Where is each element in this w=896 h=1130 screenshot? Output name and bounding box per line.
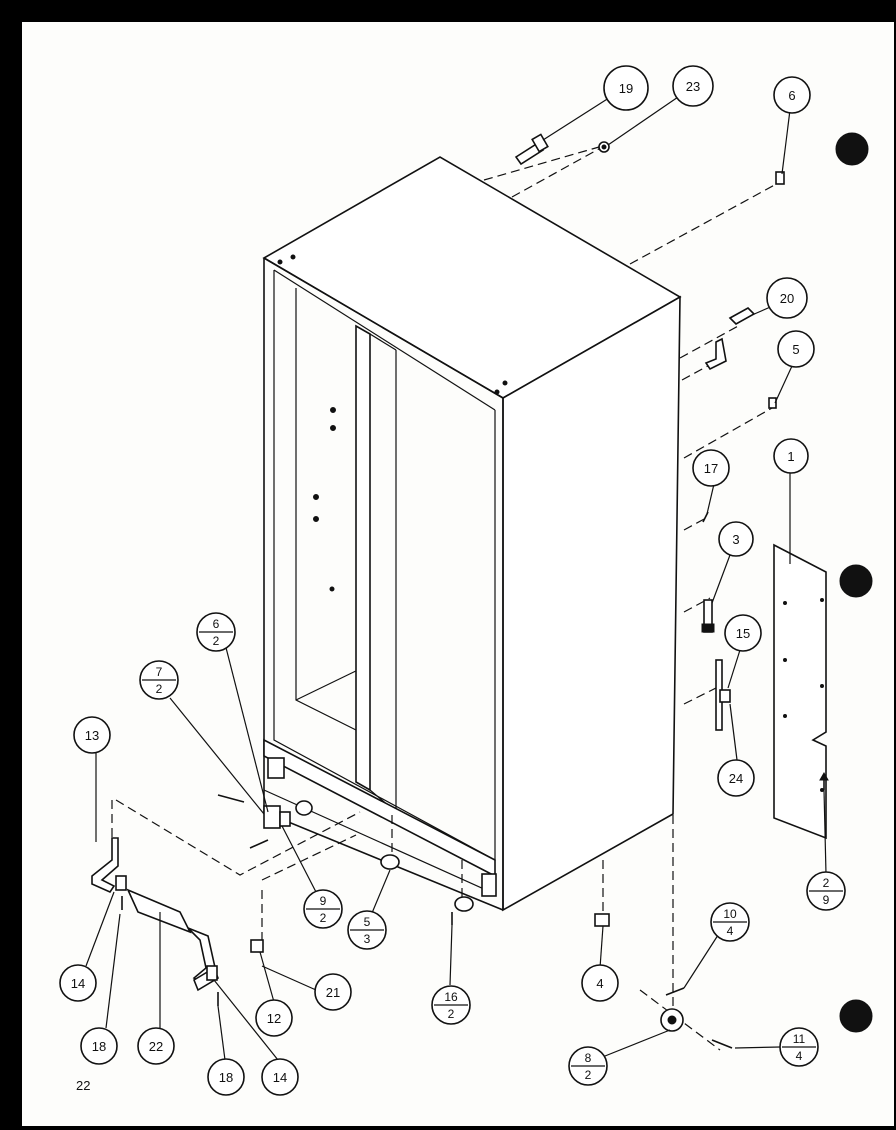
part-19-shaft — [514, 133, 549, 166]
part-6-screw — [775, 171, 785, 185]
callout-24: 24 — [717, 759, 755, 797]
callout-14-left-label: 14 — [71, 976, 85, 991]
registration-dot-middle — [839, 564, 873, 598]
part-23-nut — [598, 141, 610, 153]
callout-4: 4 — [581, 964, 619, 1002]
callout-15: 15 — [724, 614, 762, 652]
callout-8-2: 8 2 — [568, 1046, 608, 1086]
callout-11-4-top: 11 — [793, 1032, 806, 1046]
callout-19-label: 19 — [619, 81, 633, 96]
part-8-roller-wheel — [660, 1008, 684, 1032]
part-16-roller — [451, 896, 474, 925]
callout-13: 13 — [73, 716, 111, 754]
callout-2-9-bottom: 9 — [823, 893, 830, 907]
callout-5-label: 5 — [792, 342, 799, 357]
callout-21-label: 21 — [326, 985, 340, 1000]
refrigerator-cabinet — [262, 156, 682, 912]
callout-12: 12 — [255, 999, 293, 1037]
part-roller-left — [295, 800, 313, 816]
callout-21: 21 — [314, 973, 352, 1011]
callout-9-2-bottom: 2 — [320, 911, 327, 925]
part-1-back-panel — [773, 543, 827, 840]
callout-14-right: 14 — [261, 1058, 299, 1096]
callout-2-9: 2 9 — [806, 871, 846, 911]
callout-22-label: 22 — [149, 1039, 163, 1054]
part-11-screw — [711, 1039, 733, 1049]
callout-17: 17 — [692, 449, 730, 487]
callout-14-left: 14 — [59, 964, 97, 1002]
callout-1-label: 1 — [787, 449, 794, 464]
callout-12-label: 12 — [267, 1011, 281, 1026]
callout-5-3-bottom: 3 — [364, 932, 371, 946]
callout-8-2-bottom: 2 — [585, 1068, 592, 1082]
callout-5-3: 5 3 — [347, 910, 387, 950]
leader-lines — [85, 94, 827, 1061]
callout-17-label: 17 — [704, 461, 718, 476]
callout-14-right-label: 14 — [273, 1070, 287, 1085]
callout-9-2: 9 2 — [303, 889, 343, 929]
callout-3-label: 3 — [732, 532, 739, 547]
callout-6-label: 6 — [788, 88, 795, 103]
callout-6-2: 6 2 — [196, 612, 236, 652]
callout-18-left-label: 18 — [92, 1039, 106, 1054]
callout-2-9-top: 2 — [823, 876, 830, 890]
callout-18-left: 18 — [80, 1027, 118, 1065]
callout-5-3-top: 5 — [364, 915, 371, 929]
part-2-screw — [819, 771, 829, 790]
callout-19: 19 — [603, 65, 649, 111]
part-13-tube — [91, 837, 119, 894]
callout-20: 20 — [766, 277, 808, 319]
callout-6-2-bottom: 2 — [213, 634, 220, 648]
part-15-strip — [715, 659, 731, 731]
callout-13-label: 13 — [85, 728, 99, 743]
part-7-9-hinge-assembly — [217, 794, 291, 849]
callout-6-2-top: 6 — [213, 617, 220, 631]
page-number: 22 — [76, 1078, 90, 1093]
callout-10-4-bottom: 4 — [727, 924, 734, 938]
callout-3: 3 — [718, 521, 754, 557]
callout-8-2-top: 8 — [585, 1051, 592, 1065]
callout-16-2-bottom: 2 — [448, 1007, 455, 1021]
part-10-screw — [665, 987, 685, 996]
callout-11-4-bottom: 4 — [796, 1049, 803, 1063]
callout-16-2: 16 2 — [431, 985, 471, 1025]
callout-23: 23 — [672, 65, 714, 107]
part-22-drain-tube — [126, 888, 219, 992]
callout-18-right: 18 — [207, 1058, 245, 1096]
part-21-12-clip — [250, 939, 264, 953]
callout-7-2-bottom: 2 — [156, 682, 163, 696]
part-20-hinge — [704, 307, 756, 371]
callout-16-2-top: 16 — [444, 990, 458, 1004]
callout-22: 22 — [137, 1027, 175, 1065]
callout-15-label: 15 — [736, 626, 750, 641]
callout-20-label: 20 — [780, 291, 794, 306]
callout-24-label: 24 — [729, 771, 743, 786]
callout-23-label: 23 — [686, 79, 700, 94]
registration-dot-bottom — [839, 999, 873, 1033]
part-3-bracket — [701, 599, 715, 633]
callout-7-2-top: 7 — [156, 665, 163, 679]
callout-1: 1 — [773, 438, 809, 474]
callout-4-label: 4 — [596, 976, 603, 991]
callout-18-right-label: 18 — [219, 1070, 233, 1085]
callout-10-4-top: 10 — [723, 907, 737, 921]
callout-7-2: 7 2 — [139, 660, 179, 700]
callout-5: 5 — [777, 330, 815, 368]
assembly-lines — [111, 144, 781, 1051]
callout-6: 6 — [773, 76, 811, 114]
callout-10-4: 10 4 — [710, 902, 750, 942]
registration-dot-top — [835, 132, 869, 166]
part-14-clamps — [115, 875, 218, 981]
part-18-screws — [121, 896, 219, 1006]
callout-11-4: 11 4 — [779, 1027, 819, 1067]
part-5-roller — [380, 854, 400, 870]
callout-9-2-top: 9 — [320, 894, 327, 908]
part-5-screw — [768, 397, 777, 409]
part-4-leveler — [594, 913, 610, 927]
